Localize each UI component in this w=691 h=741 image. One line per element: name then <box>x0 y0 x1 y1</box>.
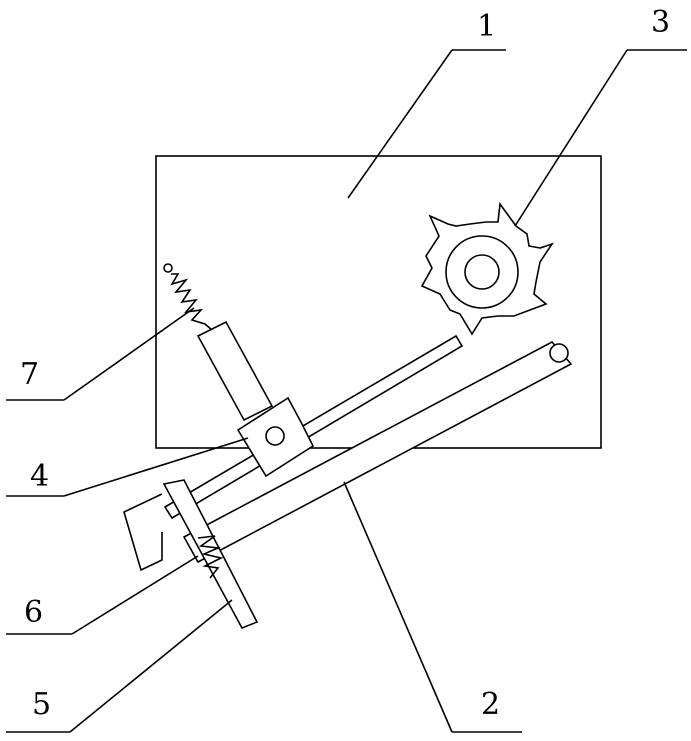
tension-spring <box>164 264 212 330</box>
spring-coil <box>171 274 212 330</box>
label-4: 4 <box>30 459 49 494</box>
label-6: 6 <box>24 595 43 630</box>
label-3: 3 <box>651 5 670 40</box>
leader-line-2 <box>344 482 452 732</box>
stop-plate <box>164 480 257 628</box>
pawl-arm <box>198 322 272 420</box>
label-1: 1 <box>477 9 496 44</box>
leader-line-6 <box>72 556 198 634</box>
label-5: 5 <box>32 687 51 722</box>
ratchet-wheel-axle <box>465 255 499 289</box>
leader-line-7 <box>64 308 194 400</box>
label-2: 2 <box>481 687 500 722</box>
slider-pin <box>266 427 284 445</box>
leader-line-3 <box>515 50 627 226</box>
spring-anchor <box>164 264 172 272</box>
leader-line-1 <box>348 50 452 198</box>
hook-bracket <box>124 494 162 570</box>
ratchet-wheel <box>422 204 552 334</box>
lever-pivot <box>550 344 568 362</box>
label-7: 7 <box>20 357 39 392</box>
